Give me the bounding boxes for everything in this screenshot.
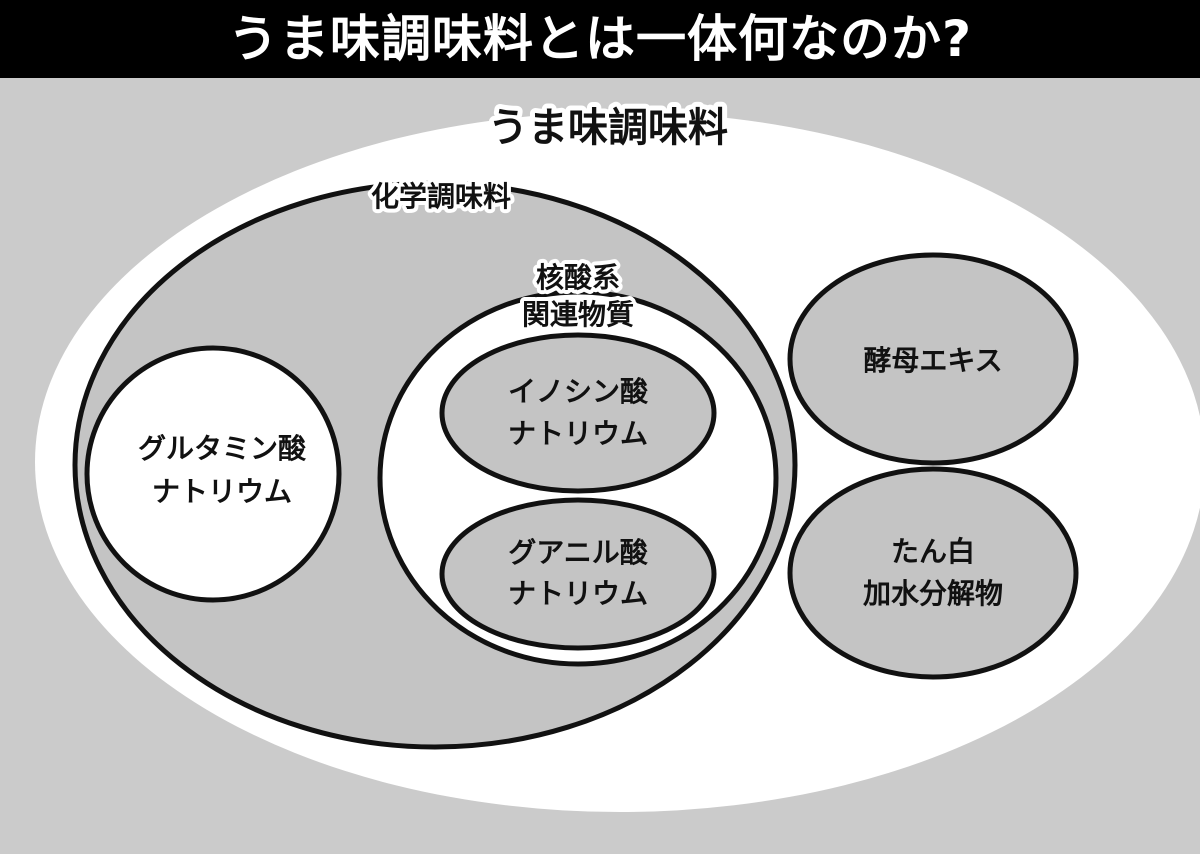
guanylate-label-line1: グアニル酸: [508, 536, 648, 569]
inosinate-label-line2: ナトリウム: [508, 417, 648, 450]
inosinate-label-line1: イノシン酸: [508, 375, 649, 408]
inosinate-ellipse: [439, 332, 717, 494]
nucleic-acid-label-line2: 関連物質: [522, 298, 634, 331]
hydrolyzed-protein-label-line1: たん白: [891, 535, 975, 568]
hydrolyzed-protein-label-line2: 加水分解物: [863, 577, 1003, 610]
nucleic-acid-label-line1: 核酸系: [536, 261, 620, 294]
yeast-extract-label: 酵母エキス: [863, 344, 1002, 377]
glutamate-label-line1: グルタミン酸: [138, 432, 307, 465]
hydrolyzed-protein-ellipse: [787, 466, 1079, 680]
yeast-extract-ellipse: [787, 252, 1079, 466]
guanylate-label-line2: ナトリウム: [508, 577, 648, 610]
page-title: うま味調味料とは一体何なのか?: [227, 10, 972, 68]
glutamate-circle: [84, 345, 342, 603]
glutamate-label-line2: ナトリウム: [152, 475, 292, 508]
chemical-seasoning-label: 化学調味料: [371, 180, 511, 213]
umami-seasoning-label: うま味調味料: [488, 105, 728, 151]
title-bar: [0, 0, 1200, 78]
guanylate-ellipse: [439, 497, 717, 651]
